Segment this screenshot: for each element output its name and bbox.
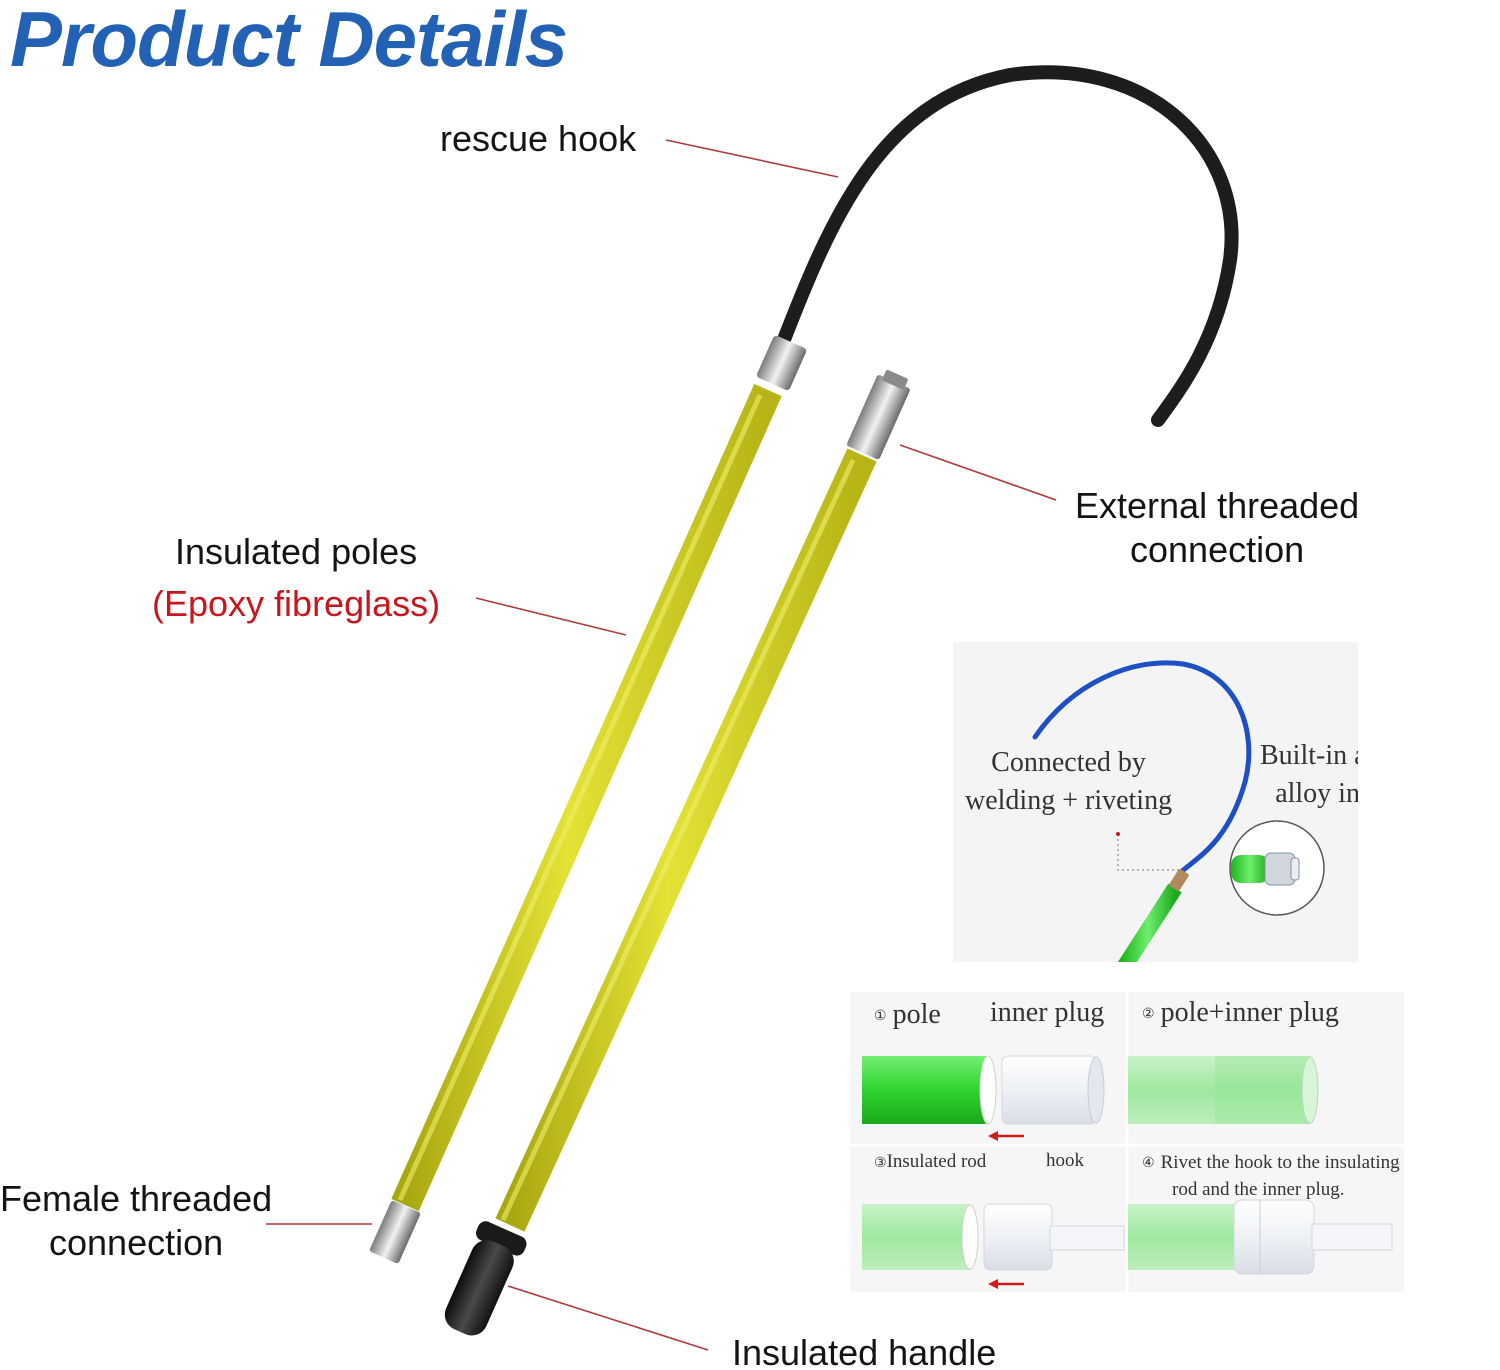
step3-hook-label: hook	[1046, 1150, 1084, 1171]
inset-pole-icon	[1117, 883, 1182, 962]
step1-plug-icon	[1001, 1055, 1105, 1125]
step3-rod-label: ③Insulated rod	[874, 1149, 986, 1176]
step2-label: ② pole+inner plug	[1142, 996, 1339, 1032]
step2-text: pole+inner plug	[1160, 997, 1339, 1028]
insulated-handle-icon	[444, 1221, 527, 1336]
built-in-plug-text: Built-in aluminum alloy inner plug	[1260, 737, 1358, 813]
step1-pole-text: pole	[892, 999, 941, 1030]
label-female-threaded-line1: Female threaded	[0, 1178, 273, 1219]
external-connector-icon	[847, 369, 910, 460]
built-in-line2: alloy inner plug	[1275, 778, 1358, 809]
detail-illustration	[1032, 660, 1325, 962]
female-connector-icon	[369, 1200, 421, 1264]
steps-illustration	[850, 992, 1404, 1292]
step3-arrow-left-icon	[988, 1279, 1024, 1289]
step4-number: ④	[1142, 1155, 1155, 1171]
step1-plug-label: inner plug	[990, 997, 1105, 1028]
rescue-hook-icon	[773, 65, 1239, 427]
step3-number: ③	[874, 1156, 887, 1171]
label-external-threaded: External threaded connection	[1075, 484, 1359, 572]
detail-inset: Connected by welding + riveting Built-in…	[953, 642, 1358, 962]
step2-pole-with-plug-icon	[1128, 1056, 1310, 1124]
leader-lines	[266, 139, 1057, 1351]
step4-line2: rod and the inner plug.	[1172, 1178, 1345, 1200]
step1-pole-icon	[862, 1056, 988, 1124]
label-external-threaded-line2: connection	[1130, 529, 1305, 570]
step3-hook-icon	[983, 1203, 1125, 1271]
right-pole-icon	[444, 369, 910, 1336]
connected-by-line2: welding + riveting	[965, 785, 1173, 816]
left-pole-icon	[369, 335, 807, 1264]
label-epoxy-fibreglass: (Epoxy fibreglass)	[152, 583, 441, 624]
label-female-threaded-line2: connection	[49, 1222, 224, 1263]
step2-number: ②	[1142, 1006, 1155, 1022]
page-title: Product Details	[10, 0, 568, 83]
plug-icon	[1231, 852, 1300, 886]
step1-number: ①	[874, 1008, 887, 1024]
leader-insulated-poles	[475, 597, 627, 636]
label-insulated-poles-line1: Insulated poles	[174, 531, 418, 572]
step1-arrow-left-icon	[988, 1131, 1024, 1141]
assembly-steps-inset: ① pole inner plug ② pole+inner plug ③Insul…	[850, 992, 1404, 1292]
connected-by-line1: Connected by	[991, 747, 1146, 778]
step4-label: ④ Rivet the hook to the insulating rod an…	[1142, 1150, 1400, 1203]
leader-external-threaded	[899, 444, 1057, 501]
built-in-line1: Built-in aluminum	[1260, 740, 1358, 771]
step3-rod-text: Insulated rod	[886, 1151, 987, 1172]
step4-line1: Rivet the hook to the insulating	[1160, 1152, 1400, 1173]
label-insulated-handle: Insulated handle	[732, 1332, 997, 1370]
step4-assembly-icon	[1128, 1204, 1238, 1270]
step1-pole-label: ① pole	[874, 998, 941, 1034]
connected-by-text: Connected by welding + riveting	[965, 744, 1172, 820]
leader-insulated-handle	[507, 1285, 709, 1351]
label-rescue-hook: rescue hook	[440, 118, 637, 159]
label-external-threaded-line1: External threaded	[1075, 485, 1360, 526]
inset-hook-icon	[1032, 660, 1252, 875]
step3-rod-icon	[862, 1204, 970, 1270]
label-insulated-poles: Insulated poles (Epoxy fibreglass)	[152, 530, 440, 626]
leader-rescue-hook	[665, 139, 839, 178]
label-female-threaded: Female threaded connection	[0, 1177, 272, 1265]
